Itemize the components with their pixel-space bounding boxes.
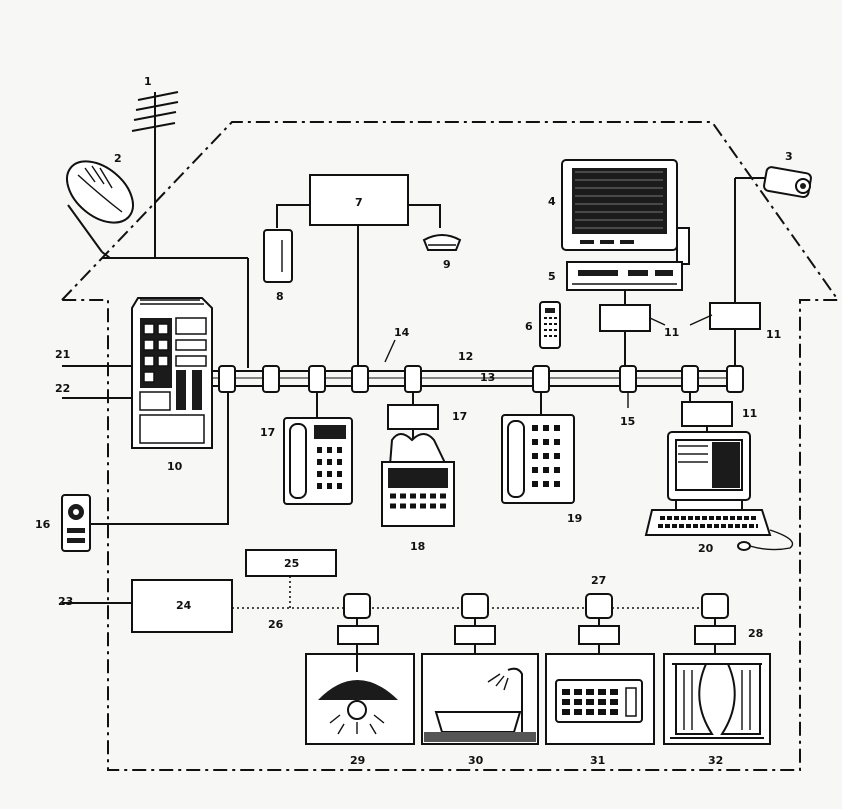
interface-box-camera (710, 303, 760, 329)
home-bus-cable (212, 371, 735, 386)
label-11c: 11 (742, 407, 757, 420)
label-22: 22 (55, 382, 70, 395)
label-17b: 17 (452, 410, 467, 423)
label-12: 12 (458, 350, 473, 363)
controller-to-9-line (408, 205, 440, 228)
label-11b: 11 (766, 328, 781, 341)
label-31: 31 (590, 754, 605, 767)
label-2: 2 (114, 152, 122, 165)
antenna-icon (132, 92, 178, 258)
label-21: 21 (55, 348, 70, 361)
label-leader-11a (650, 318, 665, 325)
television-icon (562, 160, 689, 264)
interface-box-pc (682, 402, 732, 426)
interface-box-tv (600, 305, 650, 331)
satellite-dish-icon (55, 149, 144, 258)
label-7: 7 (355, 196, 363, 209)
label-28: 28 (748, 627, 763, 640)
label-8: 8 (276, 290, 284, 303)
label-leader-14 (385, 340, 395, 362)
remote-control-icon (540, 302, 560, 348)
label-26: 26 (268, 618, 284, 631)
label-32: 32 (708, 754, 723, 767)
smoke-detector-icon (424, 235, 460, 250)
telephone-19-icon (502, 415, 574, 503)
label-27: 27 (591, 574, 606, 587)
curtain-appliance-icon (664, 654, 770, 744)
label-29: 29 (350, 754, 365, 767)
label-9: 9 (443, 258, 451, 271)
label-6: 6 (525, 320, 533, 333)
fax-machine-icon (382, 434, 454, 526)
label-13: 13 (480, 371, 495, 384)
label-14: 14 (394, 326, 410, 339)
home-gateway-cabinet-icon (132, 298, 212, 448)
interface-box-fax (388, 405, 438, 429)
appliance-modules (338, 594, 735, 654)
label-3: 3 (785, 150, 793, 163)
label-11a: 11 (664, 326, 679, 339)
label-4: 4 (548, 195, 556, 208)
label-10: 10 (167, 460, 183, 473)
label-leader-11b (690, 315, 712, 325)
label-1: 1 (144, 75, 152, 88)
label-15: 15 (620, 415, 635, 428)
label-30: 30 (468, 754, 484, 767)
label-25: 25 (284, 557, 299, 570)
door-intercom-icon (62, 495, 90, 551)
lamp-appliance-icon (306, 654, 414, 744)
label-23: 23 (58, 595, 73, 608)
label-18: 18 (410, 540, 425, 553)
label-17a: 17 (260, 426, 275, 439)
microwave-appliance-icon (546, 654, 654, 744)
label-5: 5 (548, 270, 556, 283)
bathtub-appliance-icon (422, 654, 538, 744)
telephone-17-icon (284, 418, 352, 504)
controller-to-8-line (277, 205, 310, 228)
label-19: 19 (567, 512, 582, 525)
label-20: 20 (698, 542, 714, 555)
video-recorder-icon (567, 262, 682, 290)
personal-computer-icon (646, 432, 793, 550)
label-16: 16 (35, 518, 51, 531)
label-24: 24 (176, 599, 192, 612)
wall-sensor-icon (264, 230, 292, 282)
